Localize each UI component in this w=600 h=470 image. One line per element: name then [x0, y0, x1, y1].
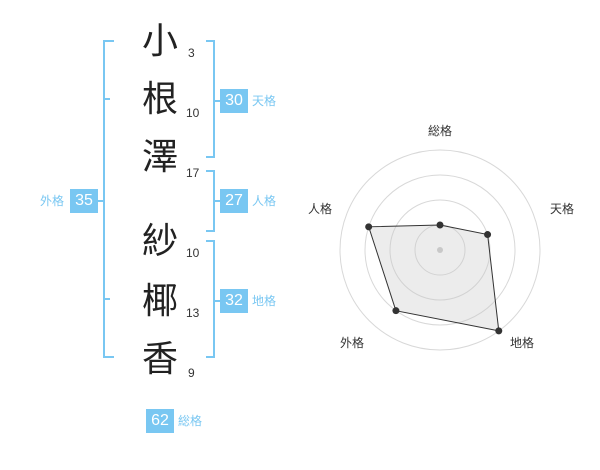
name-char-3: 澤 [141, 137, 178, 178]
name-char-4: 紗 [141, 221, 178, 262]
radar-point-2 [484, 231, 492, 239]
radar-ring-2 [389, 199, 491, 301]
stroke-count-6: 9 [188, 366, 195, 380]
stroke-count-5: 13 [186, 306, 200, 320]
name-char-5: 椰 [141, 281, 178, 322]
radar-label-chikaku: 地格 [510, 336, 535, 350]
radar-ring-4 [339, 149, 541, 351]
jinkaku-label: 人格 [252, 194, 277, 208]
name-char-2: 根 [141, 79, 178, 120]
radar-label-jinkaku: 人格 [308, 202, 333, 216]
stroke-count-4: 10 [186, 246, 200, 260]
radar-point-4 [392, 307, 400, 315]
tenkaku-label: 天格 [252, 94, 277, 108]
radar-value-polygon [368, 224, 500, 332]
tenkaku-badge: 30 [220, 89, 248, 113]
stroke-count-3: 17 [186, 166, 200, 180]
soukaku-badge: 62 [146, 409, 174, 433]
radar-point-1 [436, 221, 444, 229]
radar-label-soukaku: 総格 [428, 124, 453, 138]
radar-center-dot [437, 247, 443, 253]
radar-point-3 [495, 327, 503, 335]
stroke-count-2: 10 [186, 106, 200, 120]
jinkaku-badge: 27 [220, 189, 248, 213]
chikaku-badge: 32 [220, 289, 248, 313]
radar-label-tenkaku: 天格 [550, 202, 575, 216]
gaikaku-badge: 35 [70, 189, 98, 213]
name-char-6: 香 [141, 339, 178, 380]
radar-ring-3 [364, 174, 516, 326]
name-char-1: 小 [141, 21, 178, 62]
radar-label-gaikaku: 外格 [340, 336, 365, 350]
soukaku-label: 総格 [178, 414, 203, 428]
gaikaku-label: 外格 [40, 194, 65, 208]
chikaku-label: 地格 [252, 294, 277, 308]
radar-point-5 [365, 223, 373, 231]
stroke-count-1: 3 [188, 46, 195, 60]
